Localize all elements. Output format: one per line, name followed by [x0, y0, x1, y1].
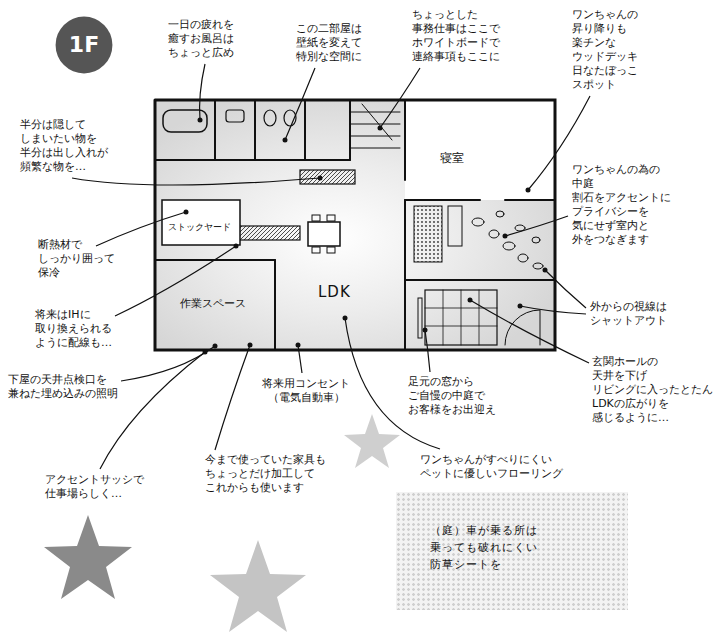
callout-note: ワンちゃんがすべりにくい ペットに優しいフローリング [420, 453, 563, 481]
floor-badge: 1F [55, 16, 113, 74]
leader-lines [72, 64, 590, 469]
callout-note: 将来はIHに 取り換えられる ように配線も… [35, 308, 112, 350]
room-label: LDK [318, 282, 351, 302]
note-text: （庭）車が乗る所は 乗っても破れにくい 防草シートを [430, 522, 538, 573]
leader-dots [184, 118, 548, 355]
room-label: ストックヤード [168, 221, 231, 233]
callout-note: ワンちゃんの為の 中庭 割石をアクセントに プライバシーを 気にせず室内と 外を… [572, 163, 671, 247]
callout-note: 将来用コンセント （電気自動車） [262, 377, 350, 405]
floor-plan [155, 100, 555, 350]
callout-note: 足元の窓から ご自慢の中庭で お客様をお出迎え [408, 375, 496, 417]
callout-note: ちょっとした 事務仕事はここで ホワイトボードで 連絡事項もここに [412, 8, 500, 64]
callout-note: アクセントサッシで 仕事場らしく… [45, 473, 144, 501]
star [210, 540, 306, 632]
room-label: 作業スペース [180, 297, 246, 311]
callout-note: 断熱材で しっかり囲って 保冷 [38, 238, 115, 280]
callout-note: この二部屋は 壁紙を変えて 特別な空間に [296, 22, 362, 64]
callout-note: 一日の疲れを 癒すお風呂は ちょっと広め [168, 18, 234, 60]
note-panel: （庭）車が乗る所は 乗っても破れにくい 防草シートを [396, 492, 628, 610]
callout-note: ワンちゃんの 昇り降りも 楽チンな ウッドデッキ 日なたぼっこ スポット [572, 8, 638, 92]
callout-note: 外からの視線は シャットアウト [590, 300, 667, 328]
star [44, 515, 132, 599]
callout-note: 今まで使っていた家具も ちょっとだけ加工して これからも使います [205, 453, 326, 495]
room-label: 寝室 [440, 150, 464, 166]
callout-note: 下屋の天井点検口を 兼ねた埋め込みの照明 [8, 373, 118, 401]
callout-note: 玄関ホールの 天井を下げ リビングに入ったとたん LDKの広がりを 感じるように… [592, 355, 713, 425]
floor-label: 1F [69, 33, 99, 57]
callout-note: 半分は隠して しまいたい物を 半分は出し入れが 頻繁な物を… [20, 118, 108, 174]
